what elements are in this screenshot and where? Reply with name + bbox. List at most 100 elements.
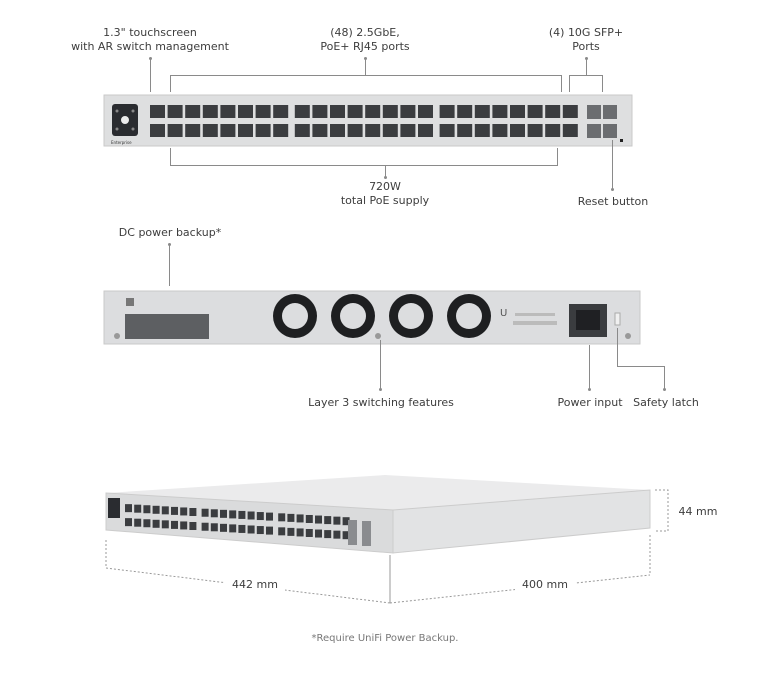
rj45-port	[324, 516, 332, 525]
poe-bracket	[385, 165, 386, 177]
power-leader	[589, 345, 590, 390]
rj45-port	[492, 105, 508, 118]
rj45-port	[273, 124, 289, 137]
reset-button-hole	[620, 139, 623, 142]
rj45-port	[201, 508, 209, 517]
rj45-port	[152, 505, 160, 514]
rj45-port	[365, 105, 381, 118]
touchscreen-display	[112, 104, 138, 136]
callout-line-2: Ports	[572, 40, 600, 53]
rj45-port	[220, 105, 236, 118]
callout-line-2: PoE+ RJ45 ports	[320, 40, 410, 53]
leader-dot	[364, 57, 367, 60]
safety-latch	[614, 312, 621, 326]
width-dimension: 442 mm	[225, 578, 285, 592]
screw	[375, 333, 381, 339]
dc-leader	[169, 244, 170, 286]
screw	[625, 333, 631, 339]
sfp-bracket	[569, 75, 603, 76]
rj45-port	[315, 529, 322, 538]
rj45-port	[143, 505, 151, 514]
rj45-port	[474, 124, 490, 137]
reset-leader	[612, 140, 613, 190]
rj45-bracket	[170, 75, 562, 76]
height-dimension-label: 44 mm	[678, 505, 718, 518]
rj45-port	[324, 530, 332, 539]
rj45-port	[220, 124, 236, 137]
rear-panel-image: U	[103, 290, 641, 345]
rj45-port	[171, 506, 178, 515]
rj45-port	[125, 518, 132, 527]
latch-leader	[617, 328, 618, 366]
touchscreen-callout: 1.3" touchscreen with AR switch manageme…	[70, 26, 230, 54]
sfp-callout: (4) 10G SFP+ Ports	[541, 26, 631, 54]
safety-latch-callout: Safety latch	[633, 396, 699, 409]
rj45-port	[180, 521, 188, 530]
sfp-bracket	[569, 75, 570, 92]
rj45-port	[238, 510, 246, 519]
rj45-port	[278, 513, 286, 522]
rj45-port	[210, 509, 218, 518]
rj45-port	[220, 523, 227, 532]
rj45-port	[134, 518, 142, 527]
rj45-port	[457, 105, 473, 118]
rj45-port	[382, 124, 398, 137]
rj45-port	[134, 504, 142, 513]
leader-dot	[588, 388, 591, 391]
front-panel-image: Enterprise	[103, 94, 633, 147]
rj45-port	[167, 105, 183, 118]
rj45-port	[418, 124, 433, 137]
rj45-port	[527, 124, 543, 137]
fan-hub	[282, 303, 308, 329]
rj45-port	[294, 124, 310, 137]
leader-dot	[384, 176, 387, 179]
rj45-port	[161, 520, 169, 529]
rj45-port	[202, 105, 218, 118]
rj45-port	[247, 511, 255, 520]
touchscreen-display	[108, 498, 120, 518]
rj45-port	[238, 124, 253, 137]
latch-leader	[664, 366, 665, 390]
rj45-port	[296, 514, 304, 523]
rj45-port	[562, 105, 578, 118]
rj45-port	[439, 124, 455, 137]
rj45-port	[189, 522, 197, 531]
rj45-port	[342, 517, 350, 526]
leader-dot	[611, 188, 614, 191]
rj45-port	[255, 124, 271, 137]
rj45-port	[229, 524, 237, 533]
rj45-port	[510, 124, 525, 137]
rj45-port	[382, 105, 398, 118]
rj45-port	[143, 519, 151, 528]
rj45-port	[400, 124, 416, 137]
rj45-port	[305, 514, 313, 523]
rj45-port	[439, 105, 455, 118]
regulatory-marks	[515, 313, 555, 316]
ground-screw	[114, 333, 120, 339]
qr-code	[126, 298, 134, 306]
callout-line-1: (4) 10G SFP+	[548, 26, 624, 39]
brand-text: Enterprise	[111, 140, 132, 145]
footnote: *Require UniFi Power Backup.	[311, 633, 459, 644]
rj45-port	[210, 523, 218, 532]
poe-bracket	[557, 148, 558, 165]
rj45-port	[238, 524, 246, 533]
fan-hub	[398, 303, 424, 329]
rj45-port	[247, 525, 255, 534]
rj45-port	[418, 105, 433, 118]
sfp-port-grid	[587, 105, 617, 138]
rj45-port	[365, 124, 381, 137]
poe-bracket	[170, 165, 558, 166]
certification-marks	[513, 321, 557, 325]
layer3-leader	[380, 340, 381, 390]
callout-line-1: 1.3" touchscreen	[103, 26, 197, 39]
leader-dot	[663, 388, 666, 391]
rj45-port	[312, 105, 328, 118]
rj45-bracket	[561, 75, 562, 92]
layer3-callout: Layer 3 switching features	[308, 396, 454, 409]
rj45-port	[278, 527, 286, 536]
rj45-port	[347, 124, 363, 137]
leader-dot	[379, 388, 382, 391]
top-surface	[106, 475, 650, 510]
poe-bracket	[170, 148, 171, 165]
